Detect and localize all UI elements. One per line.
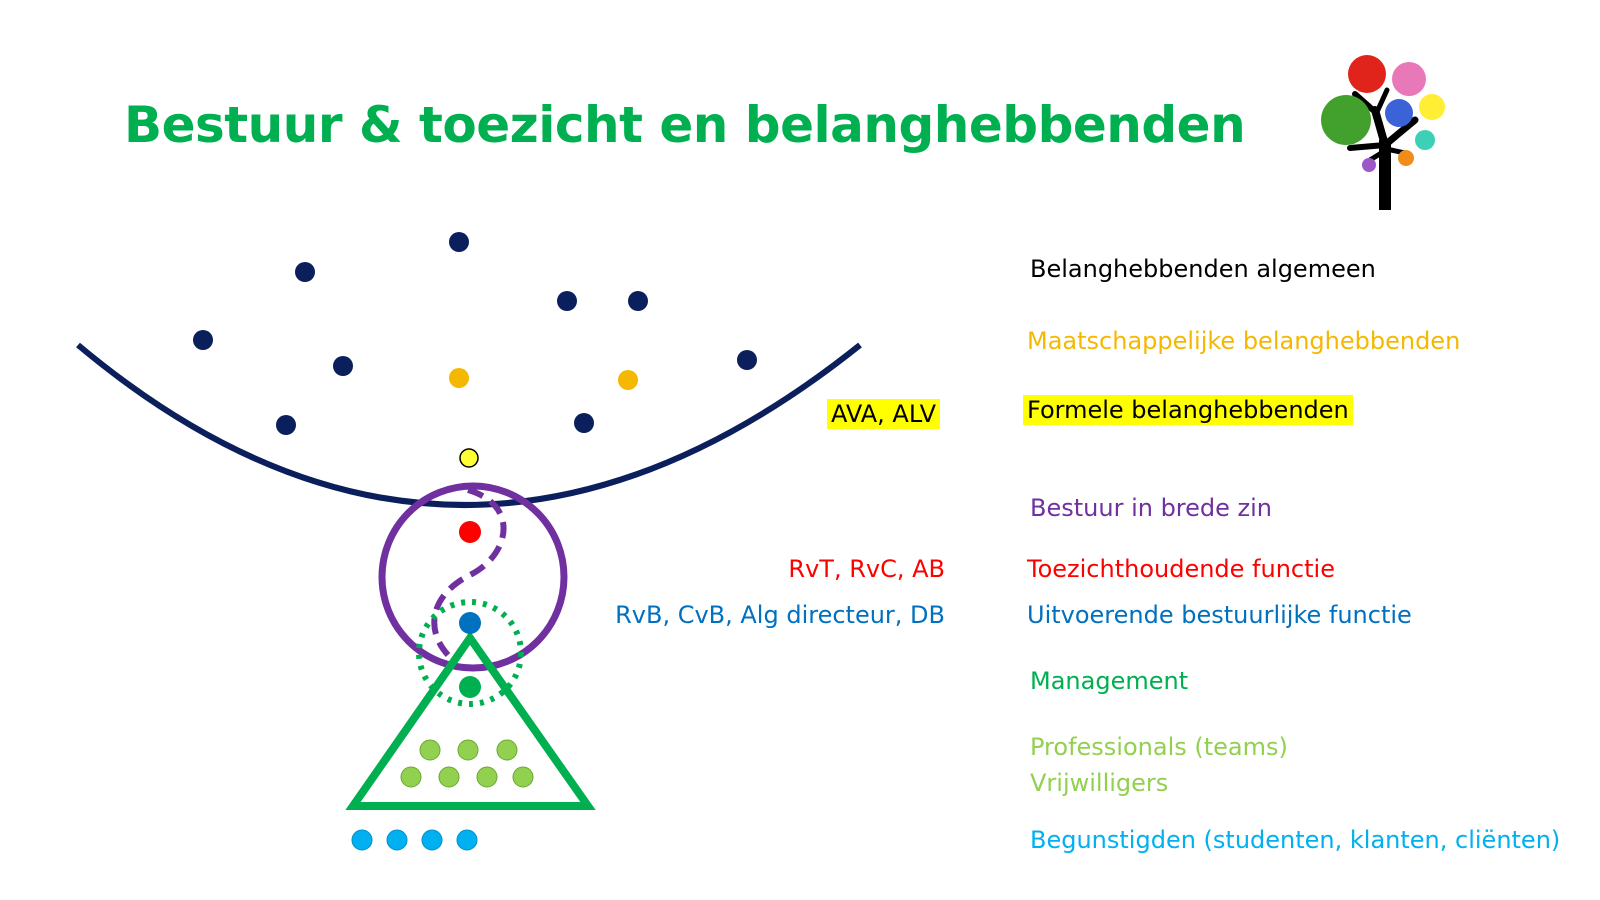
legend-beneficiaries: Begunstigden (studenten, klanten, cliënt… [1030, 826, 1561, 854]
management-dot [459, 676, 481, 698]
professionals-dots [400, 739, 534, 788]
legend-societal: Maatschappelijke belanghebbenden [1027, 327, 1461, 355]
formal-stakeholder-dot [459, 448, 479, 468]
beneficiaries-dots [351, 829, 478, 851]
legend-supervisory: Toezichthoudende functie [1027, 555, 1335, 583]
management-dotted-circle [416, 599, 524, 707]
governance-circle [378, 482, 568, 672]
formal-bodies-text: AVA, ALV [826, 399, 940, 429]
legend-formal-text: Formele belanghebbenden [1023, 395, 1353, 425]
legend-governance-broad: Bestuur in brede zin [1030, 494, 1273, 522]
general-stakeholder-dots [193, 232, 757, 435]
supervisory-bodies-label: RvT, RvC, AB [788, 555, 945, 583]
tree-logo-icon [1321, 55, 1445, 210]
executive-dot [459, 612, 481, 634]
supervisory-dot [459, 521, 481, 543]
organisation-triangle [345, 631, 596, 810]
societal-stakeholder-dots [449, 368, 638, 390]
legend-professionals: Professionals (teams) [1030, 733, 1288, 761]
legend-formal: Formele belanghebbenden [1023, 395, 1353, 425]
page-title: Bestuur & toezicht en belanghebbenden [124, 96, 1246, 154]
formal-bodies-label: AVA, ALV [826, 399, 940, 429]
stakeholders-arc [76, 342, 862, 508]
legend-volunteers: Vrijwilligers [1030, 769, 1169, 797]
legend-management: Management [1030, 667, 1189, 695]
legend-general: Belanghebbenden algemeen [1030, 255, 1376, 283]
governance-dashed-curve [431, 487, 507, 658]
executive-bodies-label: RvB, CvB, Alg directeur, DB [615, 601, 945, 629]
legend-executive: Uitvoerende bestuurlijke functie [1027, 601, 1412, 629]
